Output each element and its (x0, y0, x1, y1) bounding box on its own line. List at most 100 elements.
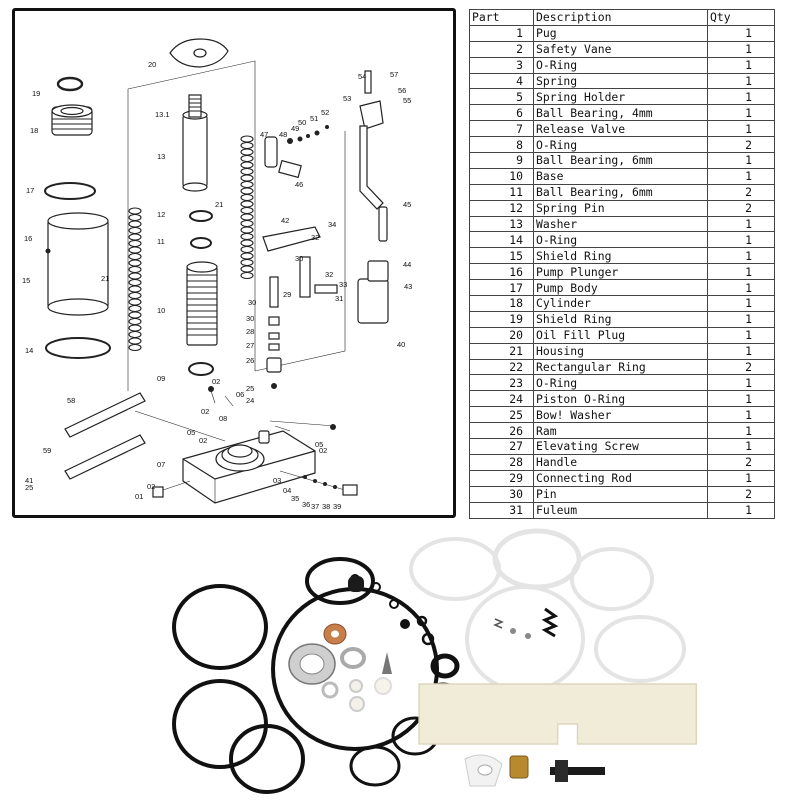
callout-label: 18 (30, 126, 38, 135)
oring-a (305, 557, 375, 605)
cell-part: 27 (469, 438, 534, 455)
cell-qty: 1 (707, 72, 775, 90)
cell-qty: 1 (707, 469, 775, 487)
callout-label: 35 (291, 494, 299, 503)
part-15 (47, 220, 109, 308)
cell-qty: 1 (707, 231, 775, 249)
callout-label: 02 (199, 436, 207, 445)
cell-description: Ball Bearing, 6mm (533, 152, 708, 169)
part-26 (268, 343, 280, 351)
callout-label: 55 (403, 96, 411, 105)
cell-qty: 1 (707, 247, 775, 265)
cell-qty: 1 (707, 501, 775, 519)
cell-part: 13 (469, 215, 534, 233)
callout-label: 02 (319, 446, 327, 455)
part-33 (299, 256, 311, 298)
cell-part: 4 (469, 72, 534, 90)
cell-part: 12 (469, 199, 534, 217)
callout-label: 44 (403, 260, 411, 269)
part-59 (64, 434, 146, 480)
callout-label: 19 (32, 89, 40, 98)
cell-description: Spring Holder (533, 88, 708, 106)
callout-label: 45 (403, 200, 411, 209)
cell-qty: 1 (707, 88, 775, 106)
part-28 (268, 316, 280, 326)
cell-description: Pump Plunger (533, 263, 708, 281)
spring-photo (541, 607, 559, 638)
cell-qty: 1 (707, 342, 775, 360)
callout-label: 36 (302, 500, 310, 509)
oring-e (349, 745, 401, 787)
part-43 (367, 260, 389, 282)
ptfe-ring-a (409, 537, 501, 601)
part-57 (364, 70, 372, 94)
table-header-row: Part Description Qty (469, 9, 775, 26)
cell-description: O-Ring (533, 136, 708, 154)
callout-label: 59 (43, 446, 51, 455)
callout-label: 46 (295, 180, 303, 189)
cell-qty: 2 (707, 485, 775, 503)
callout-label: 12 (157, 210, 165, 219)
part-11 (190, 237, 212, 249)
cell-qty: 1 (707, 167, 775, 185)
cell-qty: 1 (707, 422, 775, 440)
part-44 (378, 206, 388, 242)
callout-label: 05 (187, 428, 195, 437)
cell-qty: 1 (707, 438, 775, 455)
cell-part: 7 (469, 120, 534, 138)
cell-qty: 1 (707, 104, 775, 122)
cell-part: 19 (469, 310, 534, 328)
header-description: Description (533, 9, 708, 26)
callout-label: 32 (325, 270, 333, 279)
cell-part: 5 (469, 88, 534, 106)
cell-qty: 2 (707, 453, 775, 471)
cell-part: 8 (469, 136, 534, 154)
part-19 (56, 76, 84, 92)
cell-description: Piston O-Ring (533, 390, 708, 408)
cell-part: 14 (469, 231, 534, 249)
cell-part: 28 (469, 453, 534, 471)
callout-label: 20 (148, 60, 156, 69)
callout-label: 24 (246, 396, 254, 405)
cell-part: 29 (469, 469, 534, 487)
cell-qty: 1 (707, 279, 775, 297)
nylon-block (418, 683, 698, 745)
part-29 (269, 276, 279, 308)
cell-qty: 1 (707, 406, 775, 424)
part-56 (359, 100, 384, 130)
part-10 (186, 266, 218, 346)
cell-description: Bow! Washer (533, 406, 708, 424)
part-13 (182, 114, 208, 188)
cell-part: 17 (469, 279, 534, 297)
callout-label: 39 (333, 502, 341, 511)
cell-part: 22 (469, 358, 534, 376)
cell-description: O-Ring (533, 374, 708, 392)
callout-label: 02 (201, 407, 209, 416)
cell-description: Cylinder (533, 295, 708, 312)
cell-qty: 1 (707, 56, 775, 74)
cell-qty: 2 (707, 183, 775, 201)
cell-qty: 2 (707, 358, 775, 376)
callout-label: 53 (343, 94, 351, 103)
part-41 (342, 484, 358, 496)
part-17 (44, 182, 96, 200)
callout-label: 09 (157, 374, 165, 383)
callout-label: 34 (328, 220, 336, 229)
